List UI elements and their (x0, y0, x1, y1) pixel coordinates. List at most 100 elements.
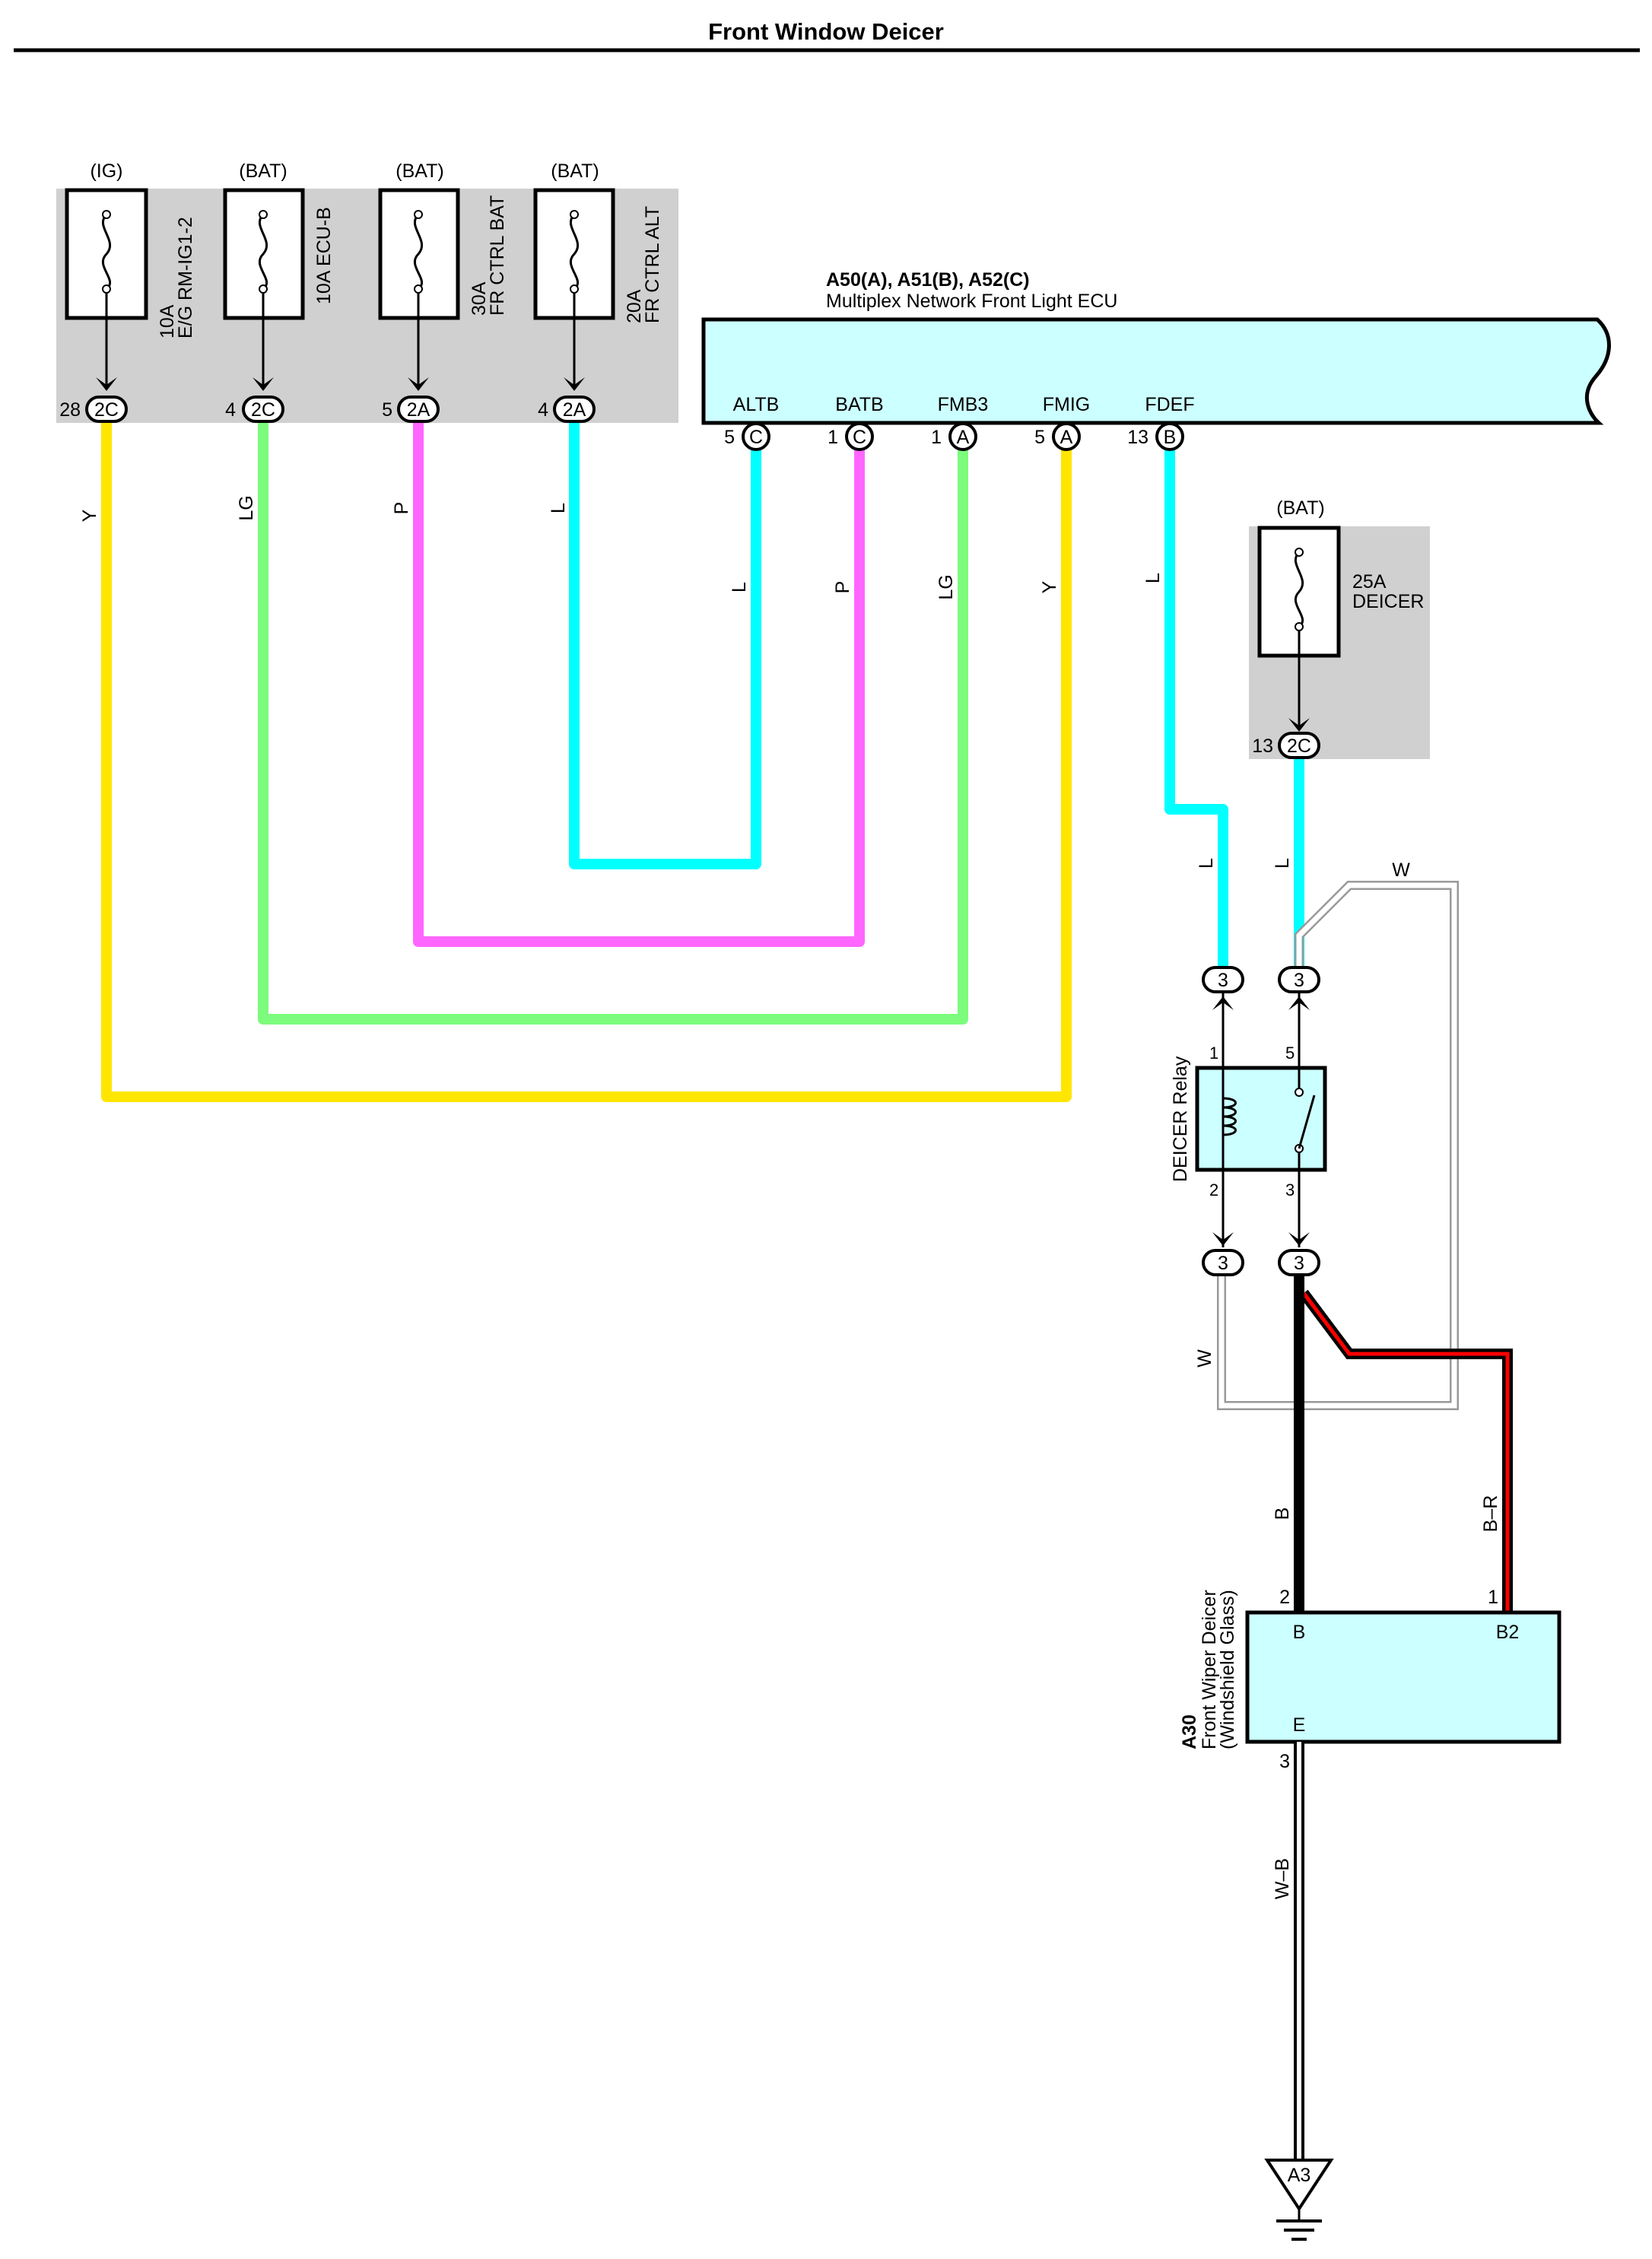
connector-id: 2C (94, 399, 119, 421)
wire-label: LG (936, 574, 957, 599)
fuse-supply-label: (BAT) (396, 160, 443, 182)
fuse-terminal-icon (102, 284, 111, 294)
multiplex-ecu: A50(A), A51(B), A52(C) Multiplex Network… (701, 269, 1611, 425)
wire-label: P (391, 502, 412, 515)
arrow-icon (1288, 1232, 1310, 1246)
ecu-terminal-label: FDEF (1145, 394, 1194, 415)
fuse-amp: 10A (157, 304, 178, 338)
fuse-terminal-icon (259, 210, 268, 219)
wire-label: B (1272, 1508, 1293, 1520)
relay-upper-connectors: 3 3 (1202, 966, 1320, 993)
connector-id: C (749, 427, 763, 448)
page-title: Front Window Deicer (708, 18, 944, 45)
fuse-terminal-icon (1295, 622, 1304, 631)
deicer-name: (Windshield Glass) (1217, 1590, 1238, 1749)
connector-oval (397, 396, 440, 423)
fuse-name: E/G RM-IG1-2 (175, 217, 196, 338)
relay-pin: 3 (1285, 1180, 1295, 1199)
deicer-pin: 1 (1488, 1587, 1498, 1608)
wire-label: L (1196, 858, 1217, 869)
wire-label: Y (79, 509, 100, 522)
deicer-relay: 1 2 5 3 DEICER Relay (1170, 1044, 1327, 1199)
connector-id: 2A (407, 399, 430, 421)
fuse-terminal-icon (102, 210, 111, 219)
relay-name: DEICER Relay (1170, 1056, 1191, 1182)
connector-id: 2C (251, 399, 275, 421)
connector-oval (1278, 732, 1320, 759)
fuse-amp: 20A (624, 289, 645, 323)
fuse-amp: 25A (1352, 571, 1387, 593)
connector-circle (948, 422, 977, 451)
wire-lg (258, 423, 968, 1025)
connector-oval (553, 396, 596, 423)
fuse-name: 10A ECU-B (313, 207, 335, 304)
ground-triangle (1264, 2159, 1334, 2212)
wire-label: W (1194, 1349, 1215, 1368)
connector-circle (845, 422, 874, 451)
connector-pin: 5 (724, 427, 735, 448)
fuse-name: DEICER (1352, 591, 1424, 612)
connector-circle (742, 422, 770, 451)
arrow-icon (1288, 718, 1310, 732)
fuse-fr-ctrl-bat: (BAT) 30A FR CTRL BAT 2A 5 (378, 160, 508, 423)
relay-pin: 2 (1209, 1180, 1218, 1199)
arrow-icon (1212, 996, 1234, 1010)
relay-lower-connectors: 3 3 (1202, 1249, 1320, 1276)
connector-pin: 1 (931, 427, 942, 448)
relay-switch-icon (1298, 1095, 1316, 1149)
fuse-element-icon (101, 213, 112, 291)
connector-id: 2A (563, 399, 586, 421)
deicer-terminal: B2 (1496, 1622, 1520, 1643)
ground-label: A3 (1288, 2165, 1311, 2186)
arrow-icon (564, 377, 585, 391)
connector-oval (1202, 1249, 1244, 1276)
deicer-pin: 2 (1279, 1587, 1290, 1608)
ecu-connectors: C 5 C 1 A 1 A 5 B 13 (724, 422, 1184, 451)
fuse-deicer: (BAT) 25A DEICER 2C 13 (1252, 497, 1424, 759)
connector-pin: 13 (1252, 736, 1273, 757)
wire-p (413, 423, 865, 947)
fuse-element-icon (413, 213, 424, 291)
ecu-box (701, 317, 1611, 425)
wire-label: L (729, 582, 750, 593)
ecu-terminal-label: FMIG (1043, 394, 1091, 415)
connector-id: B (1164, 427, 1177, 448)
fuse-terminal-icon (414, 284, 423, 294)
ecu-refs: A50(A), A51(B), A52(C) (826, 269, 1030, 291)
wire-label: L (1272, 858, 1293, 869)
connector-id: 3 (1294, 1253, 1304, 1274)
fuse-amp: 30A (469, 281, 490, 316)
wire-label: W (1392, 859, 1410, 881)
ecu-terminal-label: FMB3 (938, 394, 989, 415)
connector-id: C (853, 427, 866, 448)
arrow-icon (1212, 1232, 1234, 1246)
fuse-supply-label: (BAT) (551, 160, 599, 182)
fuse-terminal-icon (570, 284, 579, 294)
arrow-icon (96, 377, 117, 391)
relay-pin: 1 (1209, 1044, 1218, 1063)
ground-icon: A3 (1264, 2159, 1334, 2241)
wire-w (1217, 881, 1459, 1410)
wire-label: LG (236, 495, 257, 520)
fuse-terminal-icon (259, 284, 268, 294)
front-wiper-deicer: B B2 E 2 1 3 A30 Front Wiper Deicer (Win… (1179, 1587, 1561, 1772)
fuse-terminal-icon (414, 210, 423, 219)
connector-id: 3 (1218, 970, 1228, 991)
fuse-terminal-icon (1295, 548, 1304, 557)
connector-oval (85, 396, 128, 423)
connector-circle (1052, 422, 1081, 451)
fuse-element-icon (1294, 551, 1304, 628)
connector-id: 3 (1294, 970, 1304, 991)
connector-pin: 28 (59, 399, 81, 421)
connector-pin: 5 (1034, 427, 1045, 448)
connector-pin: 4 (225, 399, 236, 421)
fuse-supply-label: (BAT) (239, 160, 287, 182)
wire-l-altb (569, 423, 761, 869)
wire-label: B–R (1480, 1495, 1501, 1533)
connector-id: 2C (1287, 736, 1311, 757)
deicer-name: Front Wiper Deicer (1199, 1590, 1220, 1749)
deicer-box (1245, 1610, 1561, 1744)
wire-label: L (548, 503, 569, 513)
connector-id: A (957, 427, 970, 448)
